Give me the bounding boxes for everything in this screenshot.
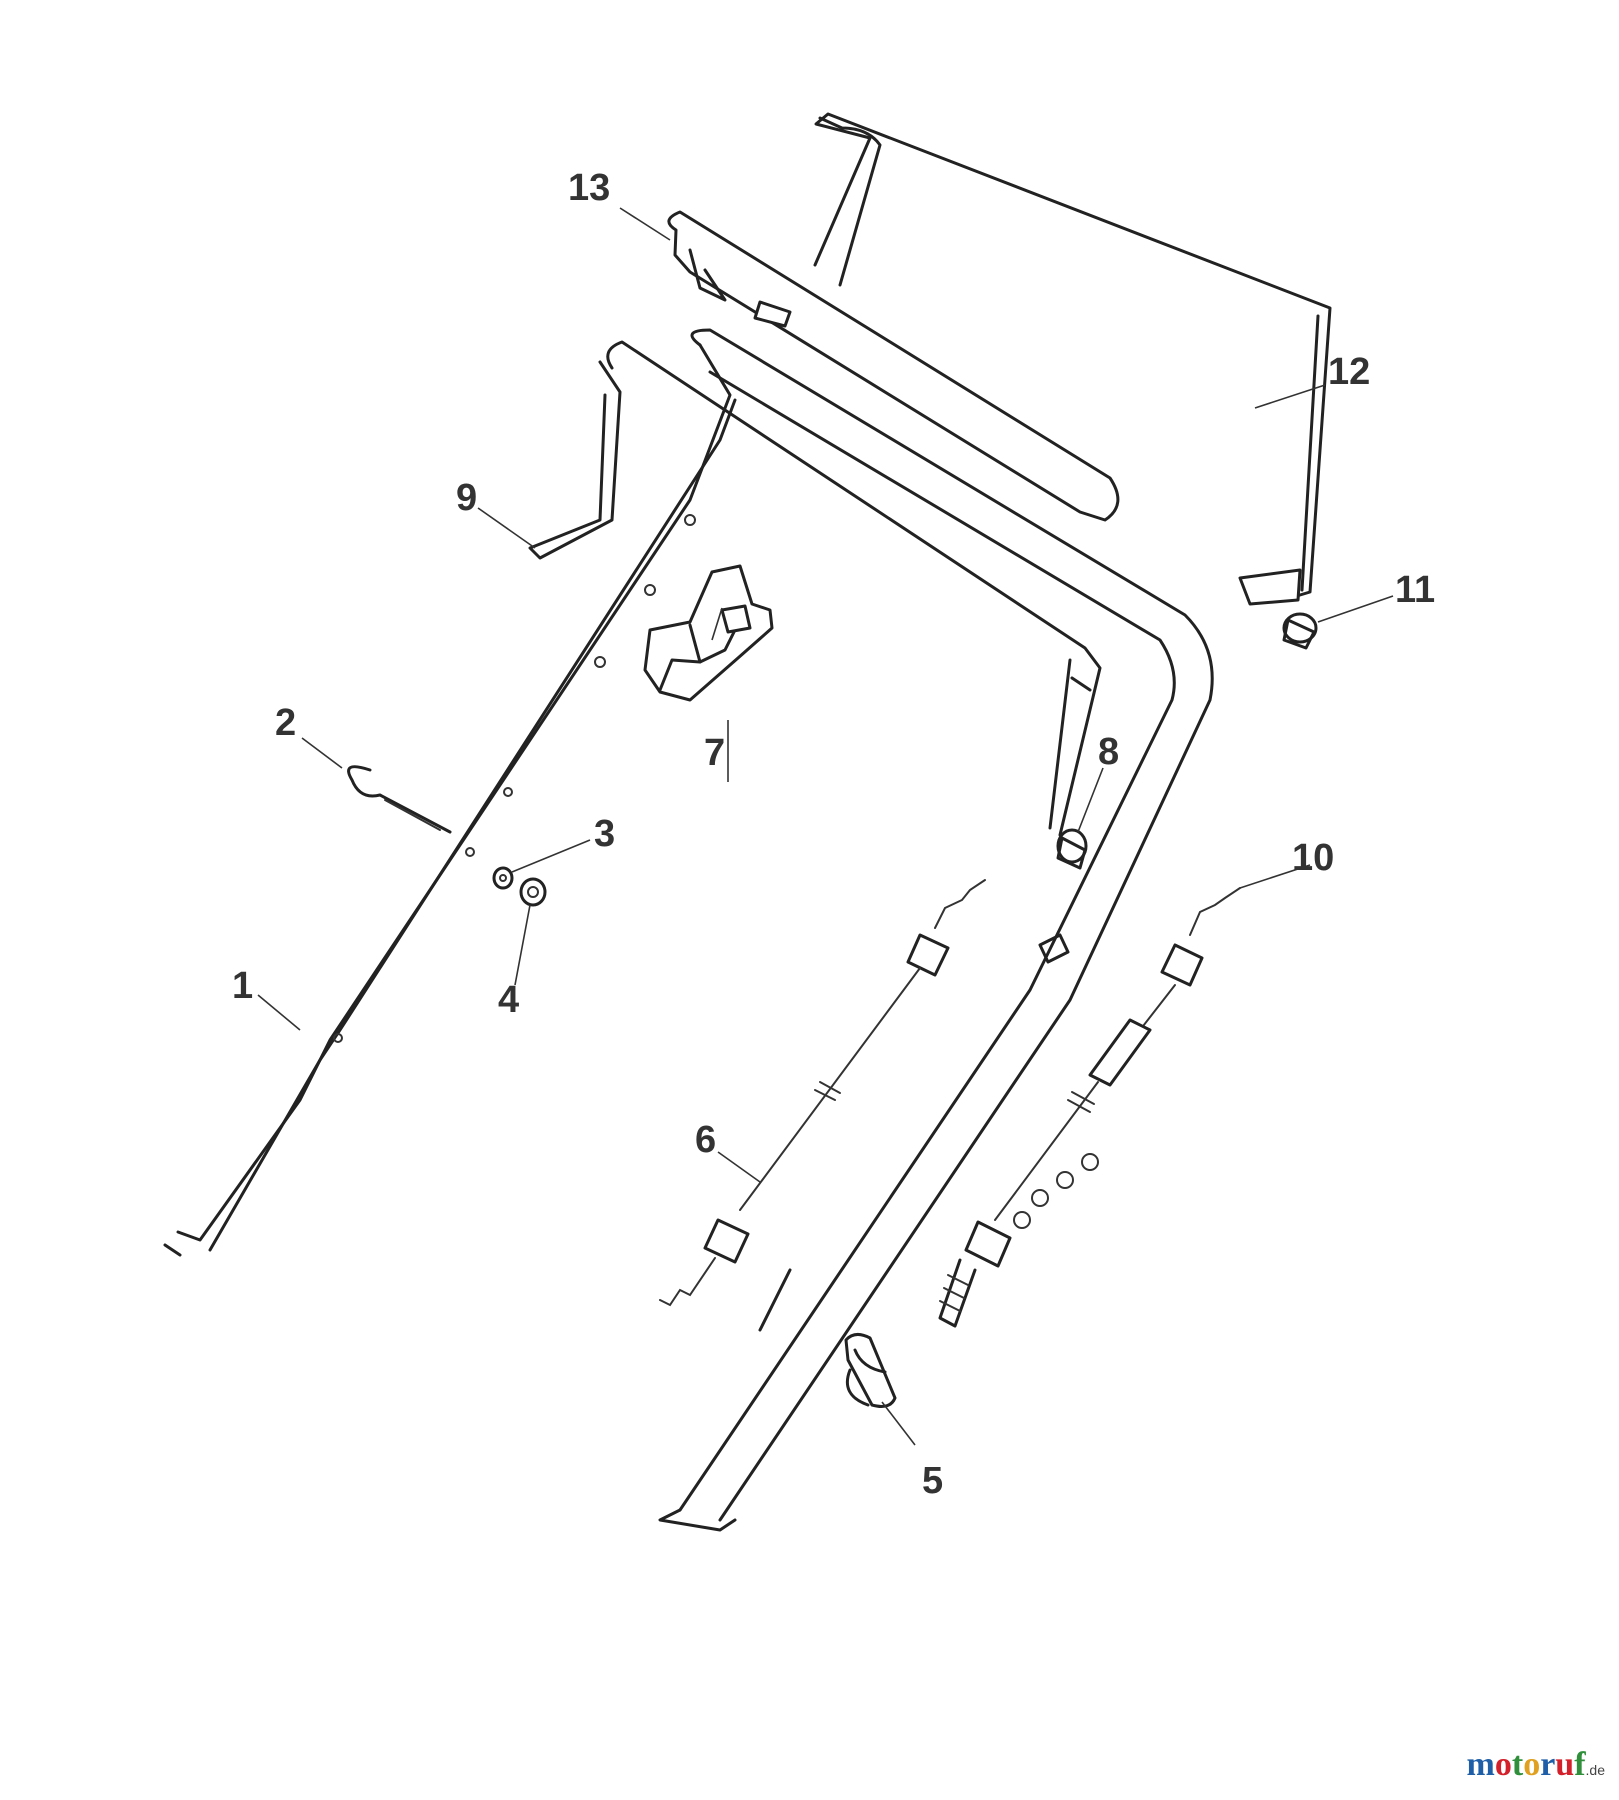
callout-10: 10 <box>1292 837 1334 879</box>
watermark-letter: u <box>1555 1746 1575 1783</box>
part-8-end-cap <box>1056 828 1088 870</box>
watermark-letter: t <box>1511 1746 1524 1783</box>
callout-labels: 1 2 3 4 5 6 7 8 9 10 11 12 13 <box>232 167 1435 1502</box>
callout-7: 7 <box>704 732 725 774</box>
watermark-letter: r <box>1540 1746 1556 1783</box>
callout-6: 6 <box>695 1119 716 1161</box>
callout-8: 8 <box>1098 731 1119 773</box>
watermark-letter: f <box>1574 1746 1586 1783</box>
callout-12: 12 <box>1328 351 1370 393</box>
callout-9: 9 <box>456 477 477 519</box>
watermark-letter: m <box>1466 1746 1495 1783</box>
part-2-hook-bolt <box>347 765 452 834</box>
part-10-cable <box>938 887 1241 1328</box>
motoruf-watermark: motoruf.de <box>1467 1746 1605 1784</box>
watermark-letter: o <box>1494 1746 1512 1783</box>
callout-4: 4 <box>498 979 519 1021</box>
watermark-letter: o <box>1523 1746 1541 1783</box>
part-9-lower-bail-bar <box>528 340 1102 837</box>
part-3-washer <box>492 866 514 890</box>
watermark-tld: .de <box>1585 1762 1605 1778</box>
callout-13: 13 <box>568 167 610 209</box>
callout-5: 5 <box>922 1460 943 1502</box>
part-11-end-cap <box>1282 612 1318 650</box>
callout-2: 2 <box>275 702 296 744</box>
leader-lines <box>257 207 1394 1446</box>
callout-1: 1 <box>232 965 253 1007</box>
callout-3: 3 <box>594 813 615 855</box>
part-7-control-box <box>643 564 774 702</box>
part-6-cable <box>659 879 986 1307</box>
part-1-main-handle <box>163 328 1214 1532</box>
part-12-upper-bail-bar <box>813 112 1332 606</box>
watermark-brand: motoruf <box>1467 1746 1586 1783</box>
callout-11: 11 <box>1395 569 1435 611</box>
part-13-grip-cover <box>667 210 1120 522</box>
part-5-cable-clip <box>844 1333 897 1408</box>
part-4-nut <box>519 877 547 907</box>
